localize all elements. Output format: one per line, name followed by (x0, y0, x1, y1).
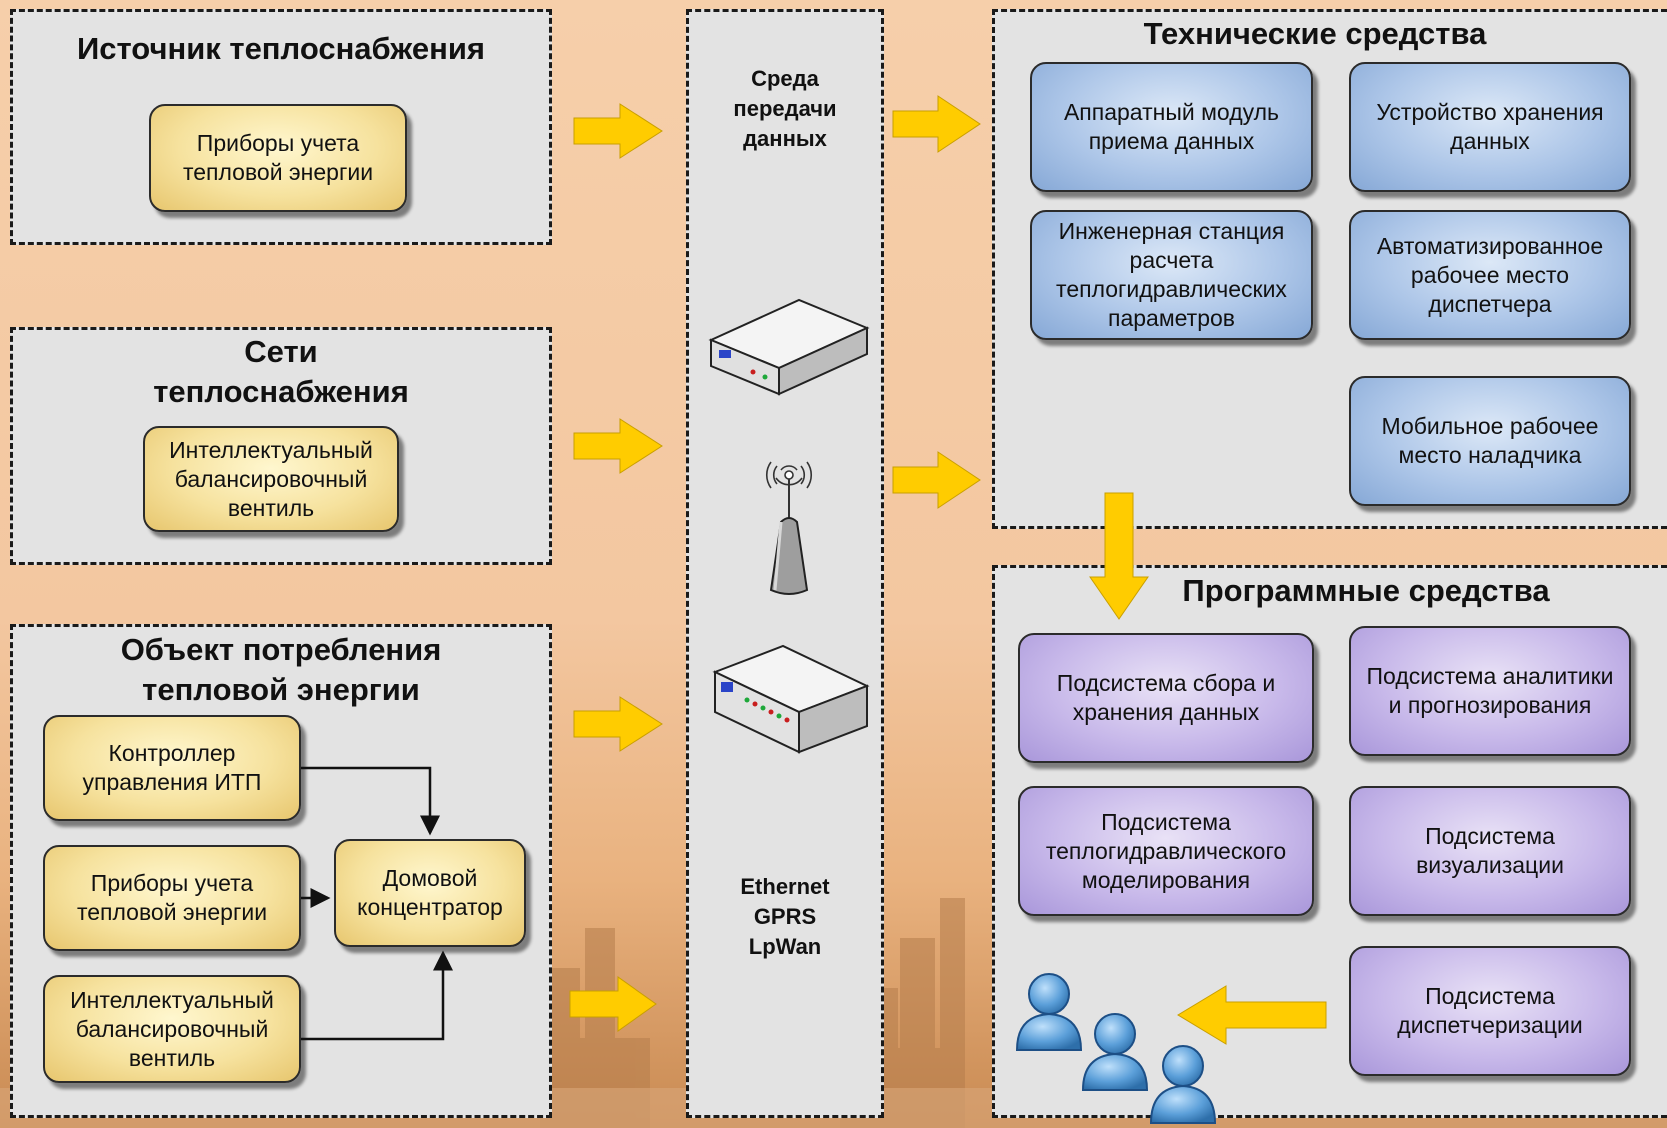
hw-engineering-station-box: Инженерная станция расчета теплогидравли… (1030, 210, 1313, 340)
sw-dispatching-box: Подсистема диспетчеризации (1349, 946, 1631, 1076)
heat-networks-panel: Сети теплоснабжения Интеллектуальный бал… (10, 327, 552, 565)
arrow-consumer-to-medium-2 (569, 976, 657, 1032)
sw-modeling-box: Подсистема теплогидравлического моделиро… (1018, 786, 1314, 916)
consumer-heat-meters-box: Приборы учета тепловой энергии (43, 845, 301, 951)
heat-source-panel: Источник теплоснабжения Приборы учета те… (10, 9, 552, 245)
antenna-icon (765, 461, 813, 595)
router-icon (708, 298, 870, 396)
sw-analytics-box: Подсистема аналитики и прогнозирования (1349, 626, 1631, 756)
hardware-panel: Технические средства Аппаратный модуль п… (992, 9, 1667, 529)
network-balancing-valve-box: Интеллектуальный балансировочный вентиль (143, 426, 399, 532)
arrow-source-to-medium (573, 103, 663, 159)
software-panel: Программные средства Подсистема сбора и … (992, 565, 1667, 1124)
sw-visualization-box: Подсистема визуализации (1349, 786, 1631, 916)
heat-consumer-title: Объект потребления тепловой энергии (120, 632, 442, 707)
hw-mobile-workstation-box: Мобильное рабочее место наладчика (1349, 376, 1631, 506)
data-medium-panel: Среда передачи данных Ethernet GPRS LpWa… (686, 9, 884, 1118)
software-title: Программные средства (1182, 573, 1550, 608)
source-heat-meters-box: Приборы учета тепловой энергии (149, 104, 407, 212)
switch-icon (712, 644, 870, 754)
hw-dispatcher-workstation-box: Автоматизированное рабочее место диспетч… (1349, 210, 1631, 340)
arrow-medium-to-hardware-1 (892, 95, 981, 153)
arrow-medium-to-hardware-2 (892, 451, 981, 509)
hardware-title: Технические средства (1143, 16, 1487, 51)
sw-data-collection-box: Подсистема сбора и хранения данных (1018, 633, 1314, 763)
heat-consumer-panel: Объект потребления тепловой энергии Конт… (10, 624, 552, 1118)
concentrator-connectors (301, 766, 453, 1041)
arrow-hardware-to-software (1089, 492, 1149, 620)
users-icon (1015, 973, 1217, 1124)
arrow-networks-to-medium (573, 418, 663, 474)
hw-data-receiver-box: Аппаратный модуль приема данных (1030, 62, 1313, 192)
home-concentrator-box: Домовой концентратор (334, 839, 526, 947)
protocols-label: Ethernet GPRS LpWan (740, 874, 830, 959)
heat-networks-title: Сети теплоснабжения (153, 334, 409, 409)
consumer-balancing-valve-box: Интеллектуальный балансировочный вентиль (43, 975, 301, 1083)
itp-controller-box: Контроллер управления ИТП (43, 715, 301, 821)
data-medium-title: Среда передачи данных (733, 66, 837, 151)
hw-storage-device-box: Устройство хранения данных (1349, 62, 1631, 192)
arrow-consumer-to-medium (573, 696, 663, 752)
arrow-dispatching-to-users (1177, 985, 1327, 1045)
heat-source-title: Источник теплоснабжения (77, 31, 485, 66)
